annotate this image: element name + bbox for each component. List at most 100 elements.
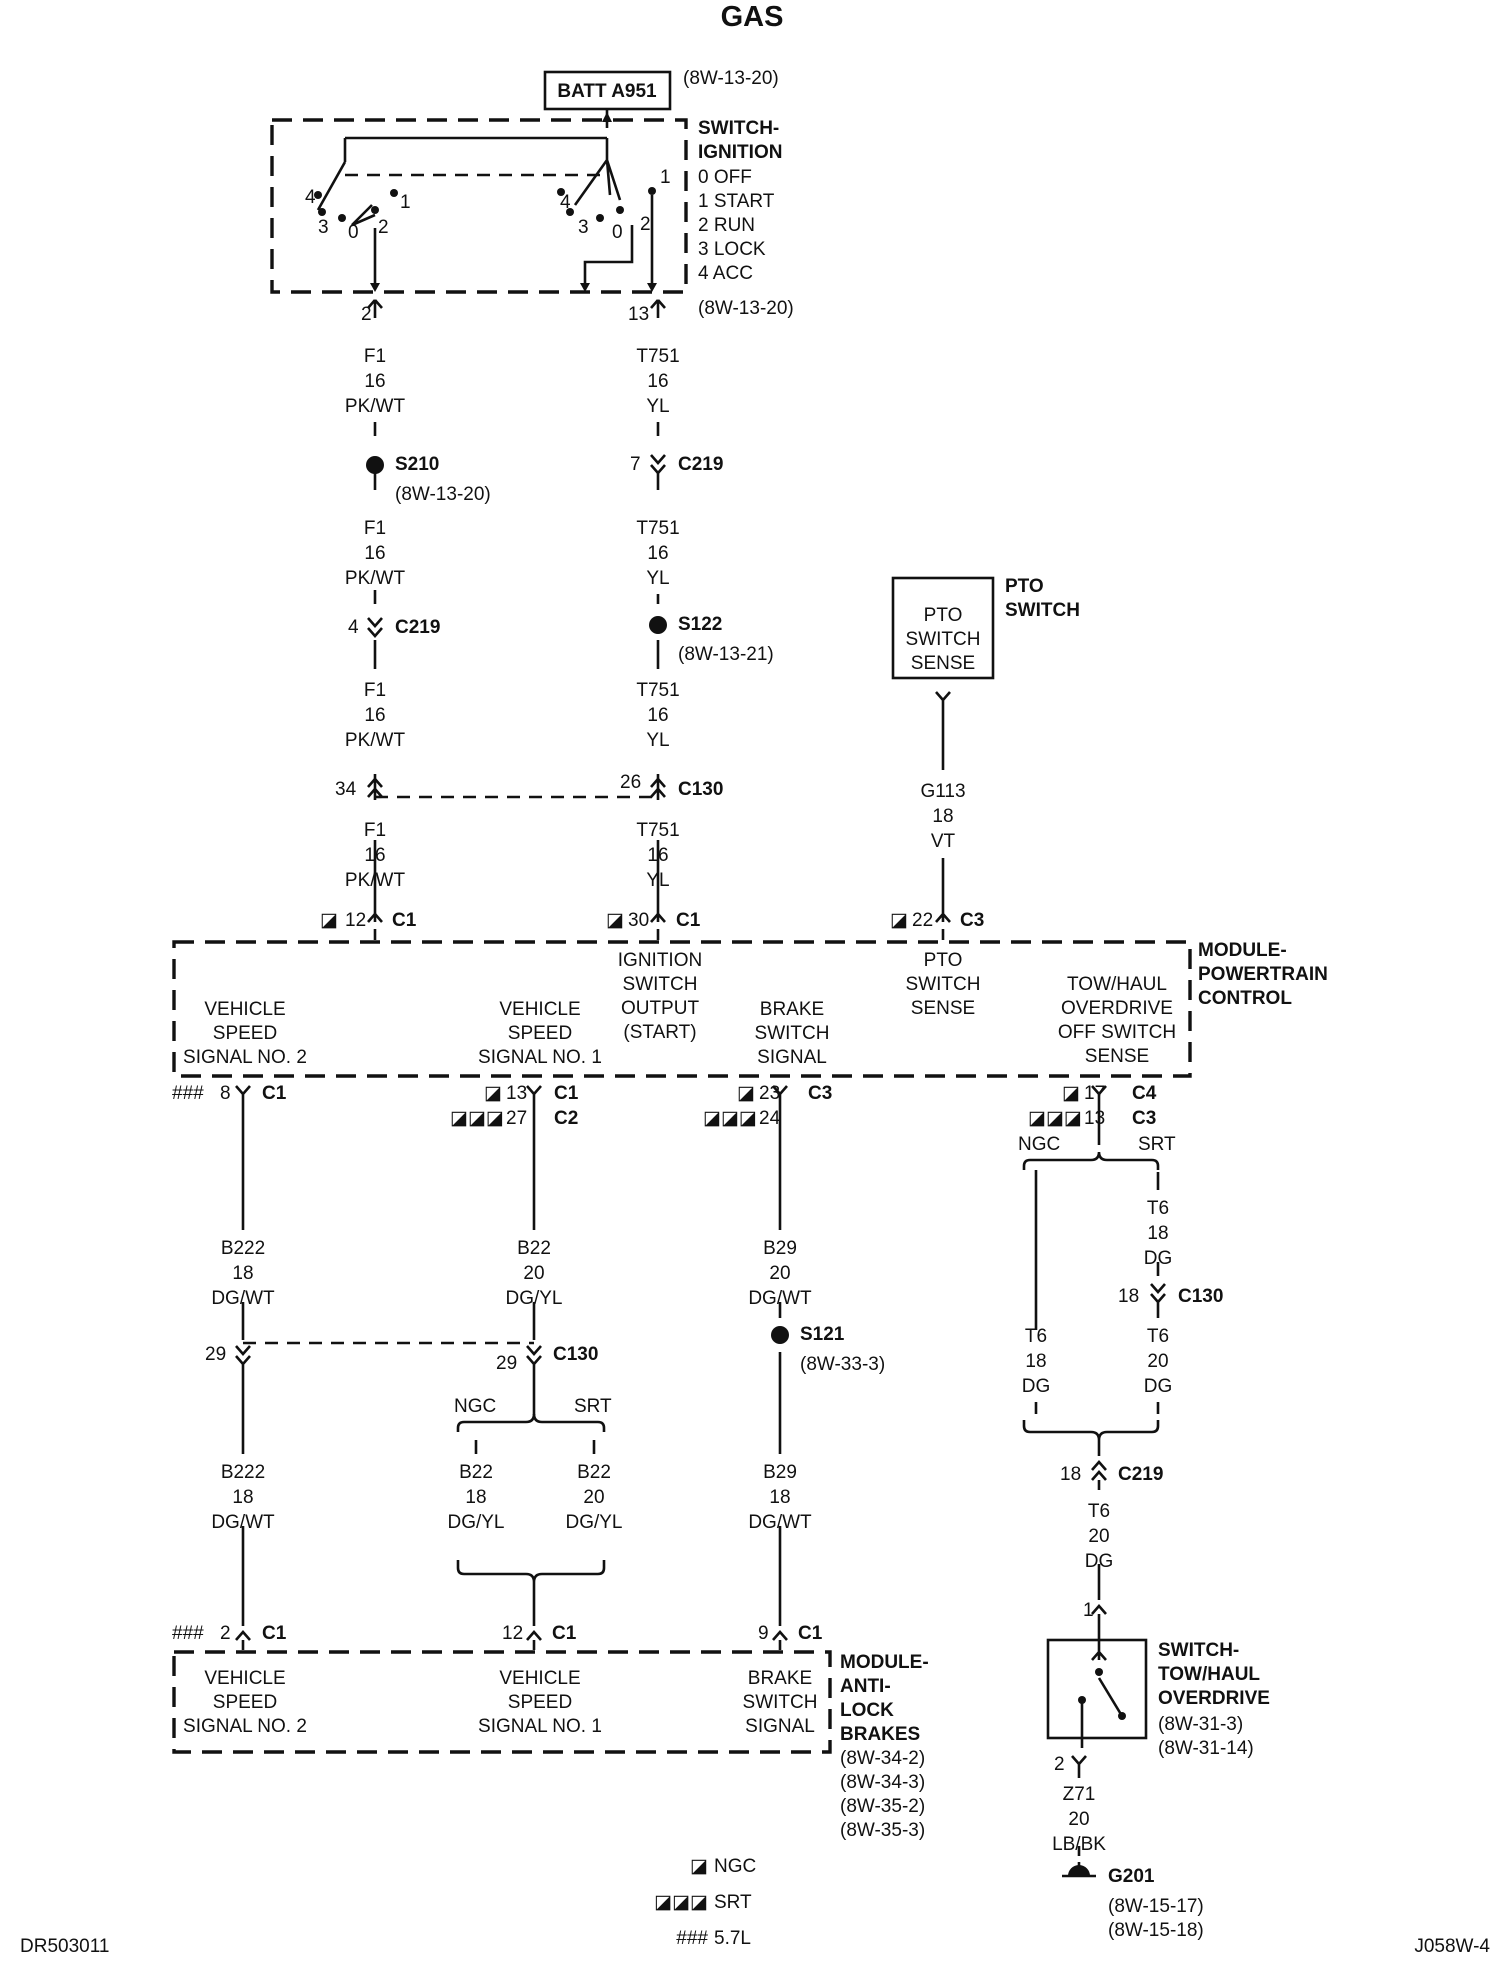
pto-name-2: SWITCH (1005, 600, 1080, 621)
ign-pos-1: 1 START (698, 191, 775, 212)
tow-haul-switch-contact (1078, 1626, 1126, 1748)
ngc-sym-13: ◪ (484, 1083, 502, 1104)
ign-pin-1l: 1 (400, 192, 411, 213)
g201-ref-1: (8W-15-17) (1108, 1896, 1204, 1917)
b222-color-2: DG/WT (211, 1512, 275, 1533)
pcm-pin-8: 8 (220, 1083, 231, 1104)
g113-gauge: 18 (932, 806, 953, 827)
b22-srt-gauge: 20 (583, 1487, 604, 1508)
b222-color-1: DG/WT (211, 1288, 275, 1309)
f1-color-3: PK/WT (345, 730, 406, 751)
legend-57l-symbol: ### (676, 1928, 708, 1949)
pcm-vss1-1: VEHICLE (499, 999, 580, 1020)
t6-srt2-gauge: 20 (1147, 1351, 1168, 1372)
pto-inside-2: SWITCH (906, 629, 981, 650)
pto-inside-1: PTO (924, 605, 963, 626)
c219-pin-4: 4 (348, 617, 359, 638)
b22-srt-color: DG/YL (565, 1512, 622, 1533)
t6-srt-gauge: 18 (1147, 1223, 1168, 1244)
pcm-tow-2: OVERDRIVE (1061, 998, 1173, 1019)
pcm-pin-17: 17 (1084, 1083, 1105, 1104)
b222-gauge-1: 18 (232, 1263, 253, 1284)
wire-b22-path (456, 1085, 606, 1650)
c219-pin-18: 18 (1060, 1464, 1081, 1485)
srt-sym-27: ◪◪◪ (450, 1108, 504, 1129)
abs-brake-3: SIGNAL (745, 1716, 815, 1737)
footer-left-id: DR503011 (20, 1936, 109, 1957)
s122-ref: (8W-13-21) (678, 644, 774, 665)
pcm-vss1-2: SPEED (508, 1023, 572, 1044)
b222-gauge-2: 18 (232, 1487, 253, 1508)
pcm-pto-1: PTO (924, 950, 963, 971)
pto-name-1: PTO (1005, 576, 1044, 597)
abs-name-1: MODULE- (840, 1652, 929, 1673)
f1-circuit-3: F1 (364, 680, 386, 701)
f1-color-2: PK/WT (345, 568, 406, 589)
ground-symbol (1068, 1865, 1090, 1876)
pcm-pin-23: 23 (759, 1083, 780, 1104)
pcm-brake-2: SWITCH (755, 1023, 830, 1044)
wire-t751-path (375, 299, 667, 940)
v57-sym-2: ### (172, 1623, 204, 1644)
footer-right-id: J058W-4 (1414, 1936, 1490, 1957)
t751-gauge-2: 16 (647, 543, 668, 564)
srt-sym-13: ◪◪◪ (1028, 1108, 1082, 1129)
abs-ref-4: (8W-35-3) (840, 1820, 925, 1841)
t751-color-4: YL (646, 870, 669, 891)
abs-conn-2: C1 (262, 1623, 287, 1644)
tow-name-1: SWITCH- (1158, 1640, 1239, 1661)
c130-pin-26: 26 (620, 772, 641, 793)
t6-bot-circuit: T6 (1088, 1501, 1110, 1522)
diagram-title: GAS (721, 1, 784, 33)
b22-srt-circuit: B22 (577, 1462, 611, 1483)
t6-bot-gauge: 20 (1088, 1526, 1109, 1547)
b29-color-2: DG/WT (748, 1512, 812, 1533)
f1-gauge-4: 16 (364, 845, 385, 866)
g201-ref-2: (8W-15-18) (1108, 1920, 1204, 1941)
f1-gauge-2: 16 (364, 543, 385, 564)
f1-gauge-1: 16 (364, 371, 385, 392)
pcm-name-2: POWERTRAIN (1198, 964, 1328, 985)
legend-ngc-label: NGC (714, 1856, 756, 1877)
z71-color: LB/BK (1052, 1834, 1106, 1855)
b22-ngc-gauge: 18 (465, 1487, 486, 1508)
ign-pos-4: 4 ACC (698, 263, 753, 284)
t6-ngc-color: DG (1022, 1376, 1051, 1397)
pcm-pto-2: SWITCH (906, 974, 981, 995)
ign-pin-0l: 0 (348, 222, 359, 243)
abs-pin-12: 12 (502, 1623, 523, 1644)
pcm-pin-30: 30 (628, 910, 649, 931)
ign-pin-2r: 2 (640, 214, 651, 235)
b22-ngc-label: NGC (454, 1396, 496, 1417)
ign-pos-0: 0 OFF (698, 167, 752, 188)
t751-circuit-2: T751 (636, 518, 679, 539)
pcm-conn-23: C3 (808, 1083, 832, 1104)
ign-pin-0r: 0 (612, 222, 623, 243)
pcm-pin-13: 13 (506, 1083, 527, 1104)
tow-pin-1: 1 (1083, 1600, 1094, 1621)
pcm-ign-1: IGNITION (618, 950, 702, 971)
pto-inside-3: SENSE (911, 653, 975, 674)
wire-b29-path (771, 1085, 789, 1650)
wire-f1-path (366, 299, 384, 940)
ign-out-pin-13: 13 (628, 304, 649, 325)
abs-vss2-1: VEHICLE (204, 1668, 285, 1689)
t751-gauge-3: 16 (647, 705, 668, 726)
c130-pin-18: 18 (1118, 1286, 1139, 1307)
z71-gauge: 20 (1068, 1809, 1089, 1830)
abs-ref-1: (8W-34-2) (840, 1748, 925, 1769)
c130-pin-29a: 29 (205, 1344, 226, 1365)
b22-srt-label: SRT (574, 1396, 612, 1417)
pcm-pin-22: 22 (912, 910, 933, 931)
ngc-sym-17: ◪ (1062, 1083, 1080, 1104)
pcm-ign-2: SWITCH (623, 974, 698, 995)
t6-srt-color: DG (1144, 1248, 1173, 1269)
tow-haul-switch-box (1046, 1638, 1148, 1740)
t751-color-2: YL (646, 568, 669, 589)
ign-pos-3: 3 LOCK (698, 239, 766, 260)
t6-bot-color: DG (1085, 1551, 1114, 1572)
c130-pin-34: 34 (335, 779, 357, 800)
pcm-name-3: CONTROL (1198, 988, 1292, 1009)
tow-ref-2: (8W-31-14) (1158, 1738, 1254, 1759)
ign-pin-3l: 3 (318, 217, 329, 238)
